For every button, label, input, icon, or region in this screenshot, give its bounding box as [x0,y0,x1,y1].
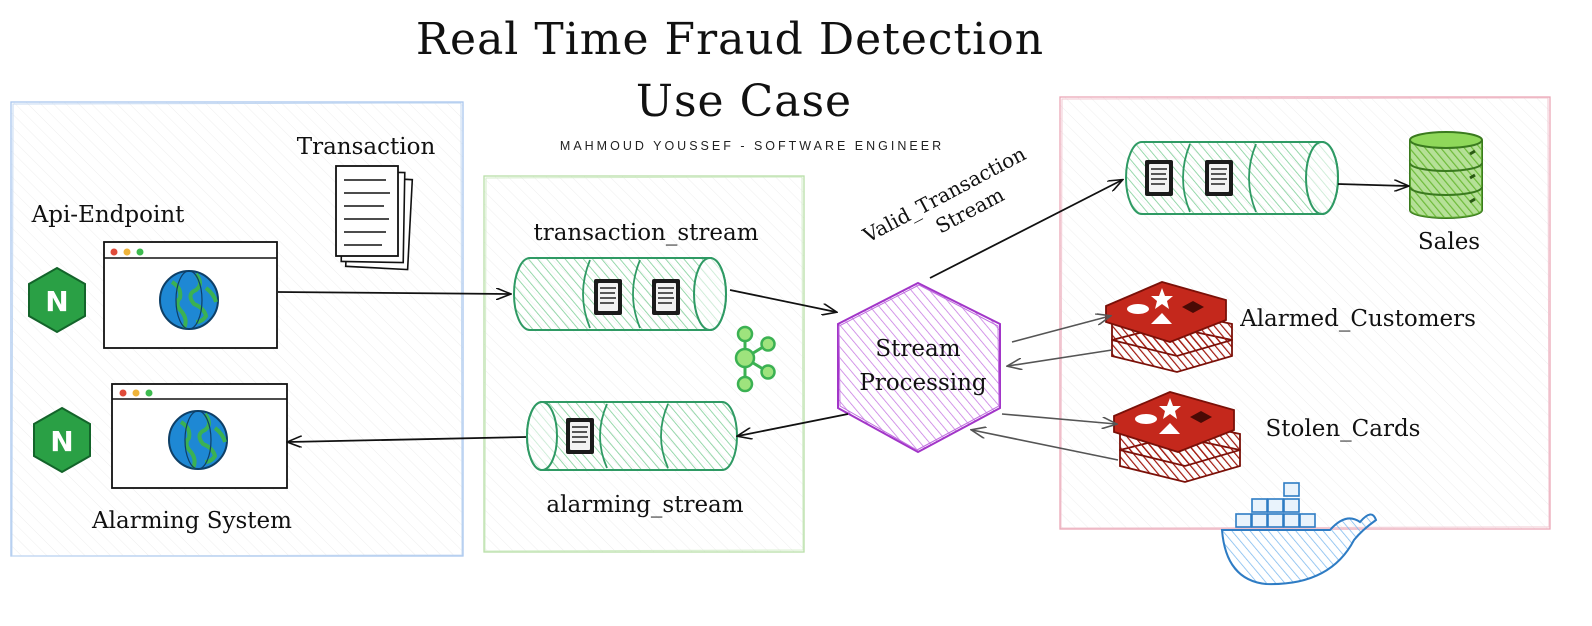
arrow-api-to-transaction-stream [277,292,510,294]
arrow-processing-to-alarming-stream [738,413,849,436]
transaction-stream-queue [513,257,727,331]
nginx-icon: N [33,406,91,474]
nginx-letter: N [50,425,73,458]
transaction-stream-label: transaction_stream [533,220,758,246]
nginx-letter: N [45,285,68,318]
nginx-icon: N [28,266,86,334]
arrow-stolen-cards-to-processing [972,430,1119,461]
alarming-stream-label: alarming_stream [546,492,743,518]
transaction-label: Transaction [297,134,436,160]
database-icon [1409,131,1483,219]
diagram-subtitle: MAHMOUD YOUSSEF - SOFTWARE ENGINEER [560,139,944,153]
diagram-title-line1: Real Time Fraud Detection [416,14,1044,65]
api-endpoint-label: Api-Endpoint [31,202,186,228]
arrow-transaction-stream-to-processing [729,289,836,312]
arrow-alarming-stream-to-alarm-system [288,437,527,442]
stream-processing-label-line1: Stream [875,336,960,362]
alarming-stream-queue [526,401,738,471]
stolen-cards-label: Stolen_Cards [1266,416,1421,442]
arrow-processing-to-stolen-cards [1001,413,1116,424]
document-stack-icon [335,165,414,271]
alarmed-customers-label: Alarmed_Customers [1239,306,1476,332]
arrow-processing-to-valid-stream [929,180,1122,279]
valid-transaction-stream-queue [1125,141,1339,215]
stream-processing-node: Stream Processing [837,281,1001,454]
arrow-alarmed-customers-to-processing [1008,349,1113,366]
docker-whale-icon [1220,482,1378,586]
redis-icon [1113,391,1241,483]
redis-icon [1105,281,1233,373]
browser-globe-icon [103,241,278,349]
sales-label: Sales [1418,229,1480,255]
kafka-icon [734,325,776,393]
arrow-valid-stream-to-sales [1337,184,1408,186]
valid-stream-label-group: Valid_Transaction Stream [858,141,1030,247]
browser-globe-icon [111,383,288,489]
alarming-system-label: Alarming System [91,508,292,534]
stream-processing-label-line2: Processing [859,370,987,396]
diagram-title-line2: Use Case [636,76,852,127]
arrow-processing-to-alarmed-customers [1011,316,1110,343]
